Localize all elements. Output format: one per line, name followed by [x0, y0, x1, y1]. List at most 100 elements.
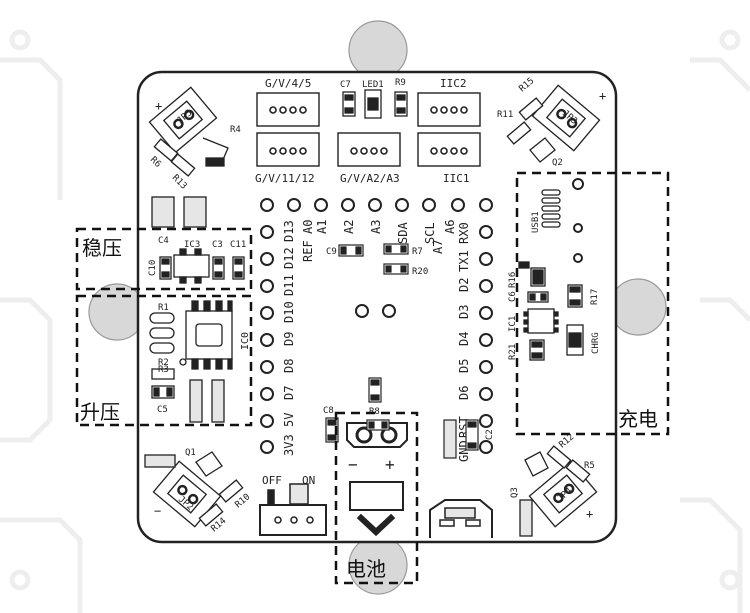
header-gva2a3: [337, 132, 401, 167]
label-c7: C7: [340, 80, 351, 90]
switch-off-label: OFF: [262, 474, 282, 487]
pin-label: A1: [315, 220, 329, 234]
connector-jp5: [148, 86, 218, 154]
top-pin-labels: A0 A1 A2 A3 SDA SCL A6 A7 RX0: [301, 220, 471, 254]
pin-label: A0: [301, 220, 315, 234]
battery-plus: +: [385, 455, 395, 474]
polarity-marks: + + − +: [154, 89, 606, 521]
label-usb1: USB1: [531, 211, 541, 233]
chevron-down-icon: [356, 513, 396, 537]
pin-label: D2: [457, 278, 471, 292]
center-small-parts: [338, 243, 409, 403]
svg-text:+: +: [586, 507, 593, 521]
bottom-small-parts: [325, 417, 479, 459]
pin-label: D13: [282, 220, 296, 242]
label-r20: R20: [412, 267, 428, 277]
label-r17: R17: [590, 289, 600, 305]
label-c6: C6: [508, 291, 518, 302]
pin-label: A7: [431, 240, 445, 254]
mount-hole-right: [609, 278, 667, 336]
label-ic0: IC0: [240, 332, 251, 350]
pin-label: 5V: [282, 413, 296, 427]
pin-label: A6: [443, 220, 457, 234]
label-ic3: IC3: [184, 240, 200, 250]
pin-label: D7: [282, 386, 296, 400]
top-small-parts: [342, 89, 408, 119]
battery-minus: −: [348, 455, 358, 474]
pin-label: D4: [457, 332, 471, 346]
pin-label: D8: [282, 359, 296, 373]
right-pin-column: [479, 198, 493, 454]
battery-pad: [349, 481, 404, 537]
label-gva2a3: G/V/A2/A3: [340, 172, 400, 185]
pin-label: D9: [282, 332, 296, 346]
label-q2: Q2: [552, 158, 563, 168]
label-gv45: G/V/4/5: [265, 77, 311, 90]
label-gv1112: G/V/11/12: [255, 172, 315, 185]
boost-parts: [149, 300, 233, 423]
charge-box: [515, 171, 670, 436]
label-r16: R16: [508, 272, 518, 288]
headers: [256, 92, 481, 167]
connector-jp2: [152, 460, 222, 528]
svg-text:+: +: [599, 89, 606, 103]
label-q3: Q3: [510, 487, 520, 498]
boost-box: [75, 294, 253, 427]
bottom-right-connector: [429, 499, 493, 538]
switch-on-label: ON: [302, 474, 315, 487]
header-iic1: [417, 132, 481, 167]
jp4-side-parts: [519, 445, 591, 537]
header-iic2: [417, 92, 481, 127]
board-outline: [136, 70, 618, 544]
label-c4: C4: [158, 236, 169, 246]
label-iic1: IIC1: [443, 172, 470, 185]
label-r21: R21: [508, 344, 518, 360]
label-iic2: IIC2: [440, 77, 467, 90]
left-pin-column: [260, 198, 274, 454]
jp2-side-parts: [144, 451, 244, 527]
battery-box: [334, 411, 419, 585]
annotation-charge: 充电: [618, 407, 658, 431]
label-r4: R4: [230, 125, 241, 135]
label-r7: R7: [412, 247, 423, 257]
center-pads: [355, 304, 396, 318]
regulator-box: [75, 227, 253, 291]
pin-label-ref: REF: [301, 240, 315, 262]
annotation-regulator: 稳压: [82, 236, 122, 260]
label-ic1: IC1: [508, 316, 518, 332]
label-r2: R2: [158, 358, 169, 368]
pin-label: D6: [457, 386, 471, 400]
label-r11: R11: [497, 110, 513, 120]
pin-label: D5: [457, 359, 471, 373]
label-c8: C8: [323, 406, 334, 416]
pin-label: D3: [457, 305, 471, 319]
annotation-boost: 升压: [80, 400, 120, 424]
label-led1: LED1: [362, 80, 384, 90]
label-c9: C9: [326, 247, 337, 257]
label-r5: R5: [584, 461, 595, 471]
jp3-side-parts: [506, 97, 556, 163]
jp5-side-parts: [153, 137, 229, 177]
pin-label: A2: [342, 220, 356, 234]
left-pin-labels: D13 D12 D11 D10 D9 D8 D7 5V 3V3 REF: [282, 220, 315, 456]
pin-label: D12: [282, 247, 296, 269]
label-c3: C3: [212, 240, 223, 250]
label-c11: C11: [230, 240, 246, 250]
label-c5: C5: [157, 405, 168, 415]
power-switch: [259, 483, 327, 536]
pin-label: SDA: [396, 222, 410, 244]
pin-label: RX0: [457, 222, 471, 244]
annotation-boxes: [75, 171, 670, 585]
header-gv1112: [256, 132, 320, 167]
svg-text:+: +: [155, 99, 162, 113]
label-r1: R1: [158, 303, 169, 313]
background-traces: [0, 29, 750, 613]
pin-label: D11: [282, 274, 296, 296]
label-chrg: CHRG: [591, 332, 601, 354]
svg-text:−: −: [154, 504, 161, 518]
label-q1: Q1: [185, 448, 196, 458]
mount-hole-left: [88, 283, 146, 341]
pin-label: SCL: [423, 222, 437, 244]
regulator-parts: [151, 196, 245, 284]
